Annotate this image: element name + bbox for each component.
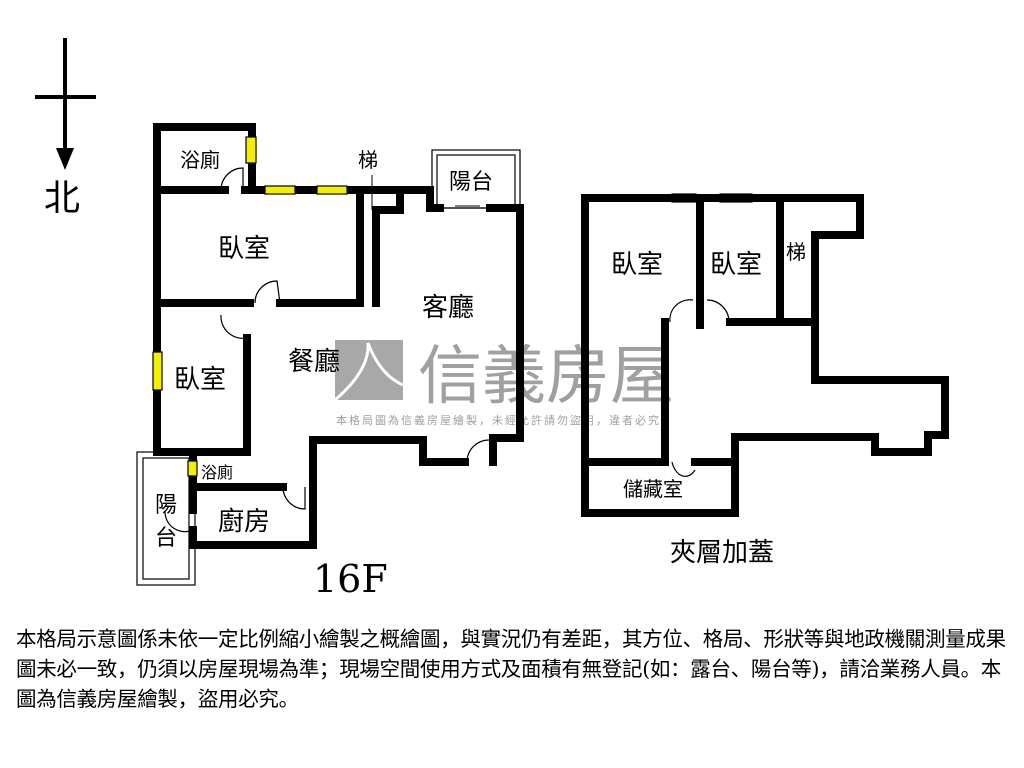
room-label: 陽台 <box>449 170 493 195</box>
room-label: 臥室 <box>611 250 663 280</box>
watermark-brand: 信義房屋 <box>418 340 674 414</box>
room-label: 浴廁 <box>201 463 233 482</box>
watermark: 信義房屋 本格局圖為信義房屋繪製，未經允許請勿盜用，違者必究 <box>334 340 674 427</box>
room-label: 餐廳 <box>288 347 340 377</box>
room-label: 臥室 <box>218 234 270 264</box>
room-label: 陽 <box>155 493 177 518</box>
room-label: 台 <box>155 526 177 551</box>
room-label: 臥室 <box>174 365 226 395</box>
disclaimer-text: 本格局示意圖係未依一定比例縮小繪製之概繪圖，與實況仍有差距，其方位、格局、形狀等… <box>16 627 1006 711</box>
room-label: 梯 <box>358 148 378 172</box>
room-label: 儲藏室 <box>623 477 683 501</box>
mezzanine-walls <box>581 194 949 517</box>
room-label: 浴廁 <box>180 148 220 172</box>
floor-title: 16F <box>313 557 388 601</box>
room-label: 客廳 <box>422 293 474 323</box>
floor-title: 夾層加蓋 <box>670 538 774 568</box>
north-arrow-icon <box>35 38 96 170</box>
compass-label: 北 <box>44 178 80 219</box>
watermark-notice: 本格局圖為信義房屋繪製，未經允許請勿盜用，違者必究 <box>336 413 661 427</box>
floor-16f-walls <box>136 123 524 586</box>
room-label: 臥室 <box>710 250 762 280</box>
room-label: 梯 <box>786 240 806 264</box>
room-label: 廚房 <box>218 507 270 537</box>
